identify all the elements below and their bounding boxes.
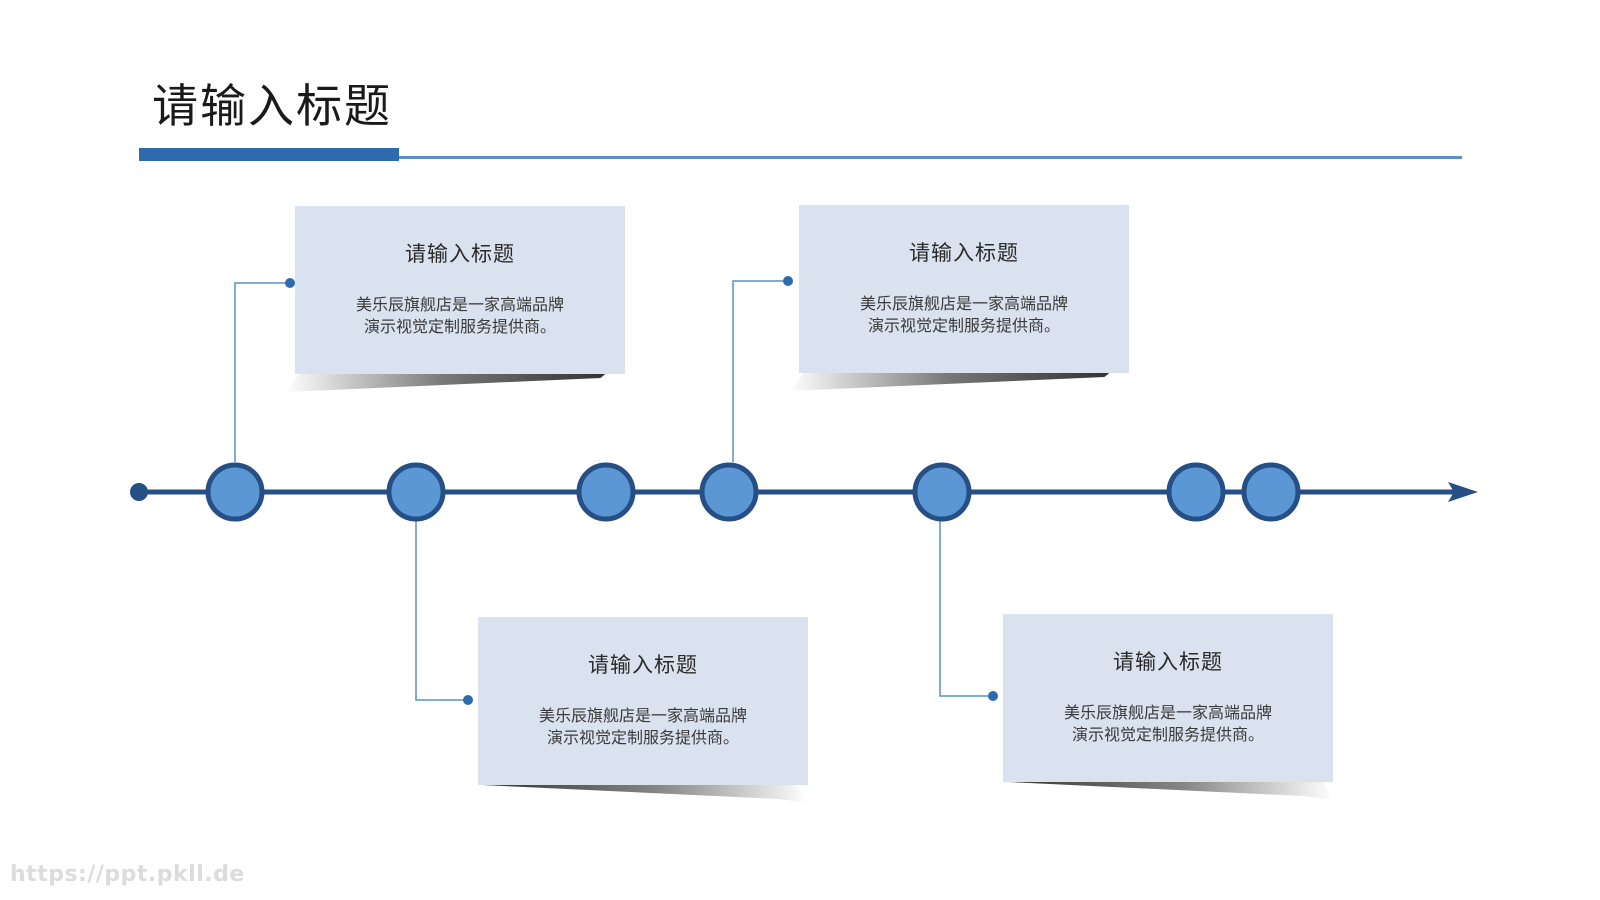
card-desc-line: 美乐辰旗舰店是一家高端品牌 — [859, 294, 1068, 313]
timeline-node-1 — [205, 462, 265, 522]
card-title: 请输入标题 — [588, 653, 698, 677]
axis-start-dot — [130, 483, 148, 501]
watermark-url: https://ppt.pkll.de — [10, 862, 245, 887]
title-underline-accent — [139, 148, 399, 161]
timeline-node-4 — [699, 462, 759, 522]
connector-dot-2 — [783, 276, 793, 286]
connector-dot-3 — [463, 695, 473, 705]
timeline-card-3: 请输入标题 美乐辰旗舰店是一家高端品牌 演示视觉定制服务提供商。 — [478, 617, 808, 803]
card-description: 美乐辰旗舰店是一家高端品牌 演示视觉定制服务提供商。 — [829, 293, 1099, 337]
card-description: 美乐辰旗舰店是一家高端品牌 演示视觉定制服务提供商。 — [508, 705, 778, 749]
card-desc-line: 演示视觉定制服务提供商。 — [1071, 725, 1264, 744]
connector-3 — [415, 520, 468, 701]
card-shadow — [789, 373, 1110, 391]
timeline-card-4: 请输入标题 美乐辰旗舰店是一家高端品牌 演示视觉定制服务提供商。 — [1003, 614, 1333, 800]
timeline-node-7 — [1241, 462, 1301, 522]
axis-arrowhead — [1448, 482, 1478, 502]
card-box: 请输入标题 美乐辰旗舰店是一家高端品牌 演示视觉定制服务提供商。 — [478, 617, 808, 785]
connector-1 — [234, 282, 290, 462]
timeline-node-5 — [912, 462, 972, 522]
card-box: 请输入标题 美乐辰旗舰店是一家高端品牌 演示视觉定制服务提供商。 — [295, 206, 625, 374]
timeline-node-6 — [1166, 462, 1226, 522]
timeline-card-2: 请输入标题 美乐辰旗舰店是一家高端品牌 演示视觉定制服务提供商。 — [789, 205, 1129, 391]
card-shadow — [285, 374, 606, 392]
title-underline-line — [399, 156, 1462, 159]
connector-dot-4 — [988, 691, 998, 701]
card-desc-line: 演示视觉定制服务提供商。 — [867, 316, 1060, 335]
page-title: 请输入标题 — [152, 79, 392, 133]
card-desc-line: 美乐辰旗舰店是一家高端品牌 — [538, 706, 747, 725]
card-desc-line: 美乐辰旗舰店是一家高端品牌 — [355, 295, 564, 314]
connector-2 — [732, 280, 788, 462]
card-desc-line: 美乐辰旗舰店是一家高端品牌 — [1063, 703, 1272, 722]
card-box: 请输入标题 美乐辰旗舰店是一家高端品牌 演示视觉定制服务提供商。 — [799, 205, 1129, 373]
timeline-node-3 — [576, 462, 636, 522]
connector-dot-1 — [285, 278, 295, 288]
card-shadow — [1007, 782, 1333, 800]
card-desc-line: 演示视觉定制服务提供商。 — [546, 728, 739, 747]
card-description: 美乐辰旗舰店是一家高端品牌 演示视觉定制服务提供商。 — [1033, 702, 1303, 746]
connector-4 — [939, 520, 993, 697]
card-description: 美乐辰旗舰店是一家高端品牌 演示视觉定制服务提供商。 — [325, 294, 595, 338]
card-box: 请输入标题 美乐辰旗舰店是一家高端品牌 演示视觉定制服务提供商。 — [1003, 614, 1333, 782]
card-desc-line: 演示视觉定制服务提供商。 — [363, 317, 556, 336]
card-title: 请输入标题 — [909, 241, 1019, 265]
timeline-node-2 — [386, 462, 446, 522]
card-title: 请输入标题 — [405, 242, 515, 266]
timeline-card-1: 请输入标题 美乐辰旗舰店是一家高端品牌 演示视觉定制服务提供商。 — [285, 206, 625, 392]
card-title: 请输入标题 — [1113, 650, 1223, 674]
card-shadow — [482, 785, 808, 803]
